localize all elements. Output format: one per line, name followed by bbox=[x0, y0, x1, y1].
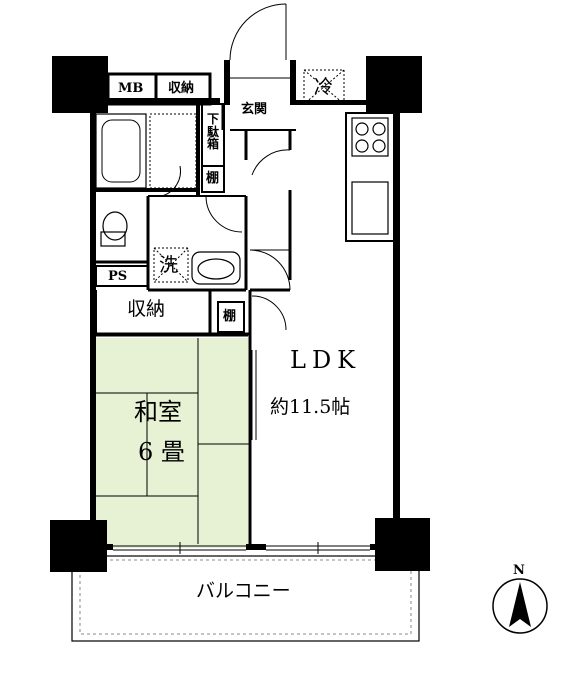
column-bottom-left bbox=[50, 520, 107, 572]
door-swings bbox=[161, 3, 291, 331]
bathtub bbox=[95, 113, 197, 189]
label-mb: MB bbox=[118, 81, 144, 96]
label-closet-top: 収納 bbox=[168, 81, 195, 96]
compass-icon bbox=[492, 578, 548, 634]
label-refrigerator: 冷 bbox=[314, 76, 334, 98]
label-closet-main: 収納 bbox=[127, 298, 166, 320]
balcony-outline bbox=[71, 555, 420, 642]
compass-label: N bbox=[513, 563, 525, 578]
toilet bbox=[100, 211, 128, 247]
label-balcony: バルコニー bbox=[196, 580, 291, 602]
fridge-box bbox=[303, 69, 345, 105]
label-washitsu-size: 6 畳 bbox=[138, 438, 185, 466]
stove-burners bbox=[355, 122, 386, 153]
label-ldk: LDK bbox=[290, 346, 362, 374]
label-shoe-box: 下駄箱 bbox=[206, 112, 219, 152]
balcony-inner bbox=[79, 559, 412, 635]
column-top-left bbox=[52, 56, 108, 113]
label-washitsu: 和室 bbox=[134, 398, 182, 426]
washitsu-floor bbox=[94, 338, 248, 548]
label-shelf-1: 棚 bbox=[206, 171, 220, 186]
column-top-right bbox=[366, 56, 422, 113]
washbasin bbox=[191, 251, 241, 285]
washer-box bbox=[153, 247, 189, 283]
label-shelf-2: 棚 bbox=[223, 309, 237, 324]
windows bbox=[113, 542, 370, 554]
label-ps: PS bbox=[108, 269, 128, 284]
label-entrance: 玄関 bbox=[241, 102, 268, 117]
label-washer: 洗 bbox=[159, 254, 179, 276]
column-bottom-right bbox=[375, 518, 430, 571]
interior-walls bbox=[94, 72, 395, 544]
label-ldk-size: 約11.5帖 bbox=[270, 396, 351, 418]
